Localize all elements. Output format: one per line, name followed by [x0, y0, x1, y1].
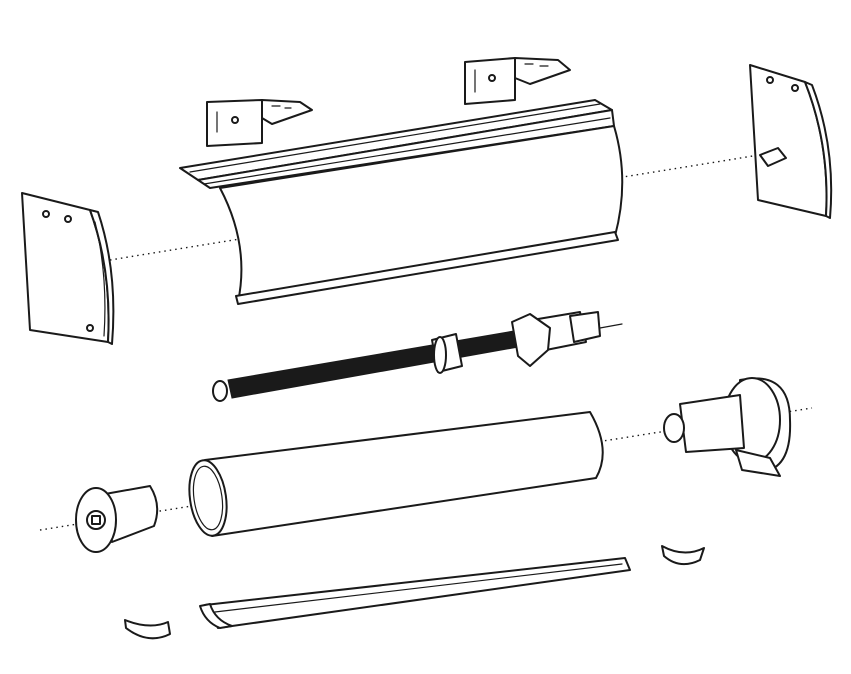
bottom-slat — [199, 557, 631, 629]
end-clip-right — [661, 545, 705, 566]
mounting-bracket-right — [464, 57, 571, 105]
right-motor-head — [663, 377, 792, 477]
top-housing-cover — [179, 99, 624, 305]
roller-tube — [188, 411, 604, 537]
right-end-cap — [749, 64, 833, 219]
end-clip-left — [124, 619, 171, 640]
mounting-bracket-left — [206, 99, 313, 147]
left-end-plug — [75, 485, 159, 553]
motor-axle — [212, 311, 623, 402]
left-end-cap — [21, 192, 115, 345]
